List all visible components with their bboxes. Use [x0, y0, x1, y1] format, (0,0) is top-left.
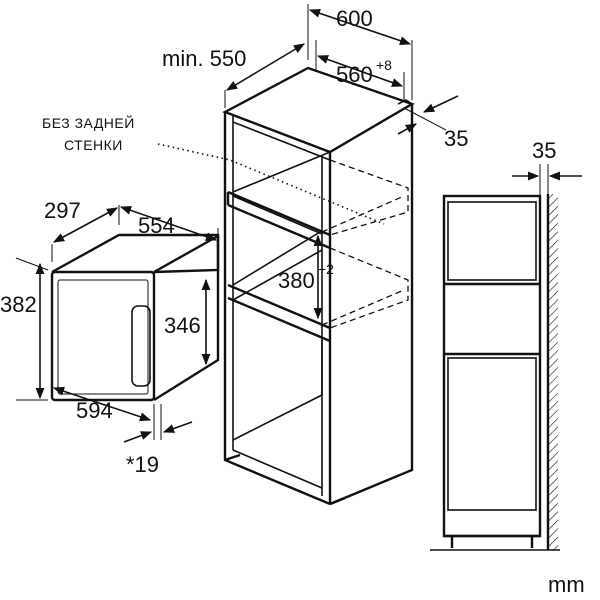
dim-niche-height: 380 +2 — [278, 234, 334, 320]
dim-594-label: 594 — [76, 398, 113, 423]
dim-side-gap: 35 — [512, 138, 582, 196]
dim-min-depth: min. 550 — [162, 43, 305, 108]
dim-19-label: *19 — [126, 452, 159, 477]
dim-382-label: 382 — [0, 292, 37, 317]
dim-297-label: 297 — [44, 198, 81, 223]
dim-560-tolerance: +8 — [376, 57, 392, 73]
dim-600-label: 600 — [336, 6, 373, 31]
tall-cabinet — [222, 66, 415, 506]
dim-min-550-label: min. 550 — [162, 46, 246, 71]
dim-35-side-label: 35 — [532, 138, 556, 163]
unit-label: mm — [548, 572, 585, 597]
dim-appliance-width-top: 554 — [119, 206, 219, 248]
dim-appliance-depth: 297 — [44, 198, 120, 262]
dim-35-rear-label: 35 — [444, 126, 468, 151]
no-back-wall-line1: БЕЗ ЗАДНЕЙ — [42, 114, 135, 131]
dim-cabinet-width: 600 — [307, 4, 413, 100]
dim-rear-gap: 35 — [397, 95, 468, 151]
dim-door-projection: *19 — [123, 404, 193, 477]
dim-346-label: 346 — [164, 313, 201, 338]
dim-380-label: 380 — [278, 268, 315, 293]
no-back-wall-line2: СТЕНКИ — [64, 137, 123, 153]
dim-door-height: 346 — [164, 278, 211, 366]
no-back-wall-note: БЕЗ ЗАДНЕЙ СТЕНКИ — [42, 114, 385, 225]
dim-380-tolerance: +2 — [318, 261, 334, 277]
dim-appliance-height: 382 — [0, 257, 49, 401]
dim-appliance-width: 594 — [52, 386, 152, 423]
side-section-view — [430, 194, 560, 551]
dim-560-label: 560 — [336, 62, 373, 87]
dim-inner-width: 560 +8 — [315, 40, 405, 100]
dim-554-label: 554 — [138, 213, 175, 238]
